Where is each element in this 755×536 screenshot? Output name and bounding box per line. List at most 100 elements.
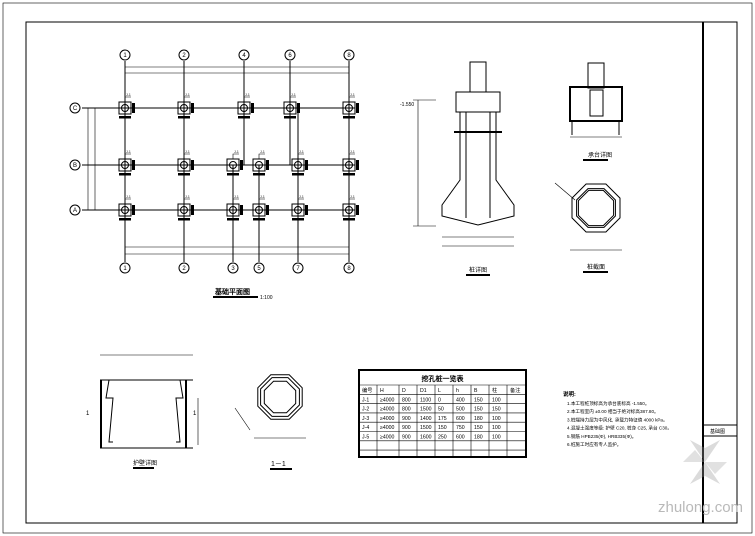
- pile-detail-drawing: [413, 61, 515, 247]
- axis-bubble-bottom: 8: [343, 262, 355, 274]
- table-title: 挖孔桩一览表: [422, 374, 465, 383]
- pile-detail-title: 桩详图: [469, 266, 487, 274]
- pile-footing: J-1: [226, 195, 243, 221]
- note-item: 3.桩端持力层为中风化, 承载力特征值 4000 kPa。: [567, 416, 668, 423]
- pile-footing: J-1: [283, 93, 300, 119]
- table-cell: 1400: [420, 416, 432, 422]
- axis-label: 2: [182, 266, 186, 272]
- table-header-cell: 编号: [362, 386, 372, 394]
- table-cell: 900: [402, 416, 411, 422]
- note-item: 1.本工程桩顶标高为承台底标高 -1.550。: [567, 400, 649, 407]
- pile-footing: J-1: [342, 93, 359, 119]
- table-cell: 50: [438, 407, 444, 413]
- table-header-cell: D1: [420, 388, 427, 394]
- table-cell: 1500: [420, 425, 432, 431]
- axis-bubble-bottom: 2: [178, 262, 190, 274]
- table-cell: 100: [492, 425, 501, 431]
- design-notes: 说明:1.本工程桩顶标高为承台底标高 -1.550。2.本工程室内 ±0.00 …: [563, 390, 672, 448]
- table-cell: 100: [492, 435, 501, 441]
- axis-bubble-top: 6: [284, 49, 296, 61]
- table-cell: 250: [438, 435, 447, 441]
- table-cell: ≥4000: [380, 407, 395, 413]
- axis-bubble-bottom: 3: [227, 262, 239, 274]
- table-cell: 150: [474, 425, 483, 431]
- table-cell: 180: [474, 435, 483, 441]
- table-cell: 600: [456, 416, 465, 422]
- table-header-cell: 柱: [492, 386, 497, 394]
- axis-label: 5: [257, 266, 261, 272]
- table-header-cell: h: [456, 388, 459, 394]
- footing-tag: J-1: [126, 150, 131, 154]
- footing-tag: J-1: [185, 195, 190, 199]
- table-cell: 900: [402, 435, 411, 441]
- table-cell: 1500: [420, 407, 432, 413]
- footing-tag: J-1: [291, 93, 296, 97]
- table-header-cell: B: [474, 388, 478, 394]
- axis-bubble-top: 2: [178, 49, 190, 61]
- table-cell: 800: [402, 397, 411, 403]
- table-cell: 150: [492, 407, 501, 413]
- axis-label: 2: [182, 53, 186, 59]
- pile-section-drawing: [554, 182, 622, 251]
- axis-bubble-top: 4: [238, 49, 250, 61]
- pile-footing: J-1: [118, 93, 135, 119]
- table-cell: 100: [492, 397, 501, 403]
- footing-tag: J-1: [299, 195, 304, 199]
- table-cell: 400: [456, 397, 465, 403]
- table-cell: 900: [402, 425, 411, 431]
- table-header-cell: H: [380, 388, 384, 394]
- axis-bubble-row: B: [69, 159, 81, 171]
- footing-tag: J-1: [126, 195, 131, 199]
- footing-tag: J-1: [234, 195, 239, 199]
- pile-footing: J-1: [291, 195, 308, 221]
- table-header-cell: 备注: [510, 386, 520, 394]
- pile-footing: J-1: [177, 150, 194, 176]
- table-cell: 1600: [420, 435, 432, 441]
- pile-footing: J-1: [237, 93, 254, 119]
- pile-footing: J-1: [118, 195, 135, 221]
- footing-tag: J-1: [185, 93, 190, 97]
- note-item: 6.桩施工时应有专人监护。: [567, 441, 621, 448]
- axis-label: 3: [231, 266, 235, 272]
- section-1-1-title: 1－1: [271, 461, 286, 468]
- axis-label: 7: [296, 266, 300, 272]
- axis-label: 8: [347, 266, 351, 272]
- pile-footing: J-1: [118, 150, 135, 176]
- table-cell: ≥4000: [380, 435, 395, 441]
- note-item: 4.混凝土强度等级: 护壁 C20, 桩身 C25, 承台 C30。: [567, 425, 672, 432]
- footing-tag: J-1: [126, 93, 131, 97]
- table-cell: 150: [438, 425, 447, 431]
- note-item: 5.钢筋 HPB235(Φ), HRB335(Φ)。: [567, 433, 636, 440]
- table-cell: 500: [456, 407, 465, 413]
- axis-bubble-bottom: 5: [253, 262, 265, 274]
- footing-tag: J-1: [260, 150, 265, 154]
- table-cell: 0: [438, 397, 441, 403]
- wall-detail-drawing: [100, 354, 199, 449]
- axis-bubble-bottom: 7: [292, 262, 304, 274]
- table-cell: 175: [438, 416, 447, 422]
- table-cell: ≥4000: [380, 416, 395, 422]
- table-cell: J-4: [362, 425, 369, 431]
- axis-label: C: [73, 106, 78, 112]
- table-cell: 150: [474, 407, 483, 413]
- axis-label: 6: [288, 53, 292, 59]
- zhulong-logo-watermark: [683, 440, 727, 484]
- table-cell: 180: [474, 416, 483, 422]
- footing-tag: J-1: [260, 195, 265, 199]
- table-cell: 1100: [420, 397, 431, 403]
- footing-tag: J-1: [299, 150, 304, 154]
- plan-title: 基础平面图: [214, 287, 250, 296]
- footing-tag: J-1: [350, 93, 355, 97]
- table-cell: J-1: [362, 397, 369, 403]
- section-1-1-drawing: [234, 374, 306, 439]
- axis-label: 1: [123, 53, 127, 59]
- pile-section-title: 桩截面: [587, 263, 605, 271]
- table-header-cell: L: [438, 388, 441, 394]
- table-cell: 600: [456, 435, 465, 441]
- title-block-drawing-name: 基础图: [710, 428, 725, 435]
